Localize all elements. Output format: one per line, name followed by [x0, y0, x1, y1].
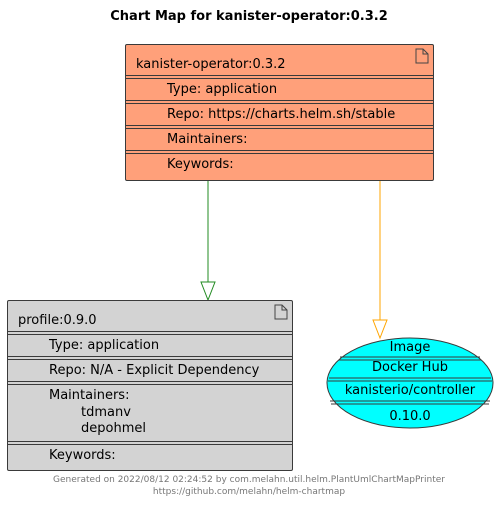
main-chart-node: kanister-operator:0.3.2 Type: applicatio…	[125, 44, 434, 181]
image-node	[326, 337, 494, 429]
main-chart-maintainers: Maintainers:	[167, 132, 248, 147]
dependency-chart-node: profile:0.9.0 Type: application Repo: N/…	[7, 300, 293, 471]
main-chart-keywords: Keywords:	[167, 157, 234, 172]
image-label: Image	[389, 340, 431, 355]
main-chart-repo: Repo: https://charts.helm.sh/stable	[167, 107, 396, 122]
dependency-maintainers: Maintainers:	[49, 388, 130, 403]
dependency-edge	[200, 181, 216, 302]
maintainer-item: tdmanv	[81, 405, 131, 420]
document-icon	[274, 304, 288, 320]
dependency-type: Type: application	[49, 338, 160, 353]
maintainer-item: depohmel	[81, 421, 146, 436]
footer-generated: Generated on 2022/08/12 02:24:52 by com.…	[53, 475, 445, 485]
main-chart-name: kanister-operator:0.3.2	[136, 57, 286, 72]
footer-link: https://github.com/melahn/helm-chartmap	[152, 487, 346, 497]
image-tag: 0.10.0	[389, 409, 431, 424]
dependency-keywords: Keywords:	[49, 448, 116, 463]
dependency-name: profile:0.9.0	[18, 313, 97, 328]
dependency-repo: Repo: N/A - Explicit Dependency	[49, 363, 260, 378]
main-chart-type: Type: application	[167, 82, 278, 97]
image-repository: kanisterio/controller	[344, 383, 476, 398]
image-edge	[372, 181, 388, 340]
diagram-title: Chart Map for kanister-operator:0.3.2	[110, 9, 388, 24]
document-icon	[415, 48, 429, 64]
image-registry: Docker Hub	[372, 360, 448, 375]
